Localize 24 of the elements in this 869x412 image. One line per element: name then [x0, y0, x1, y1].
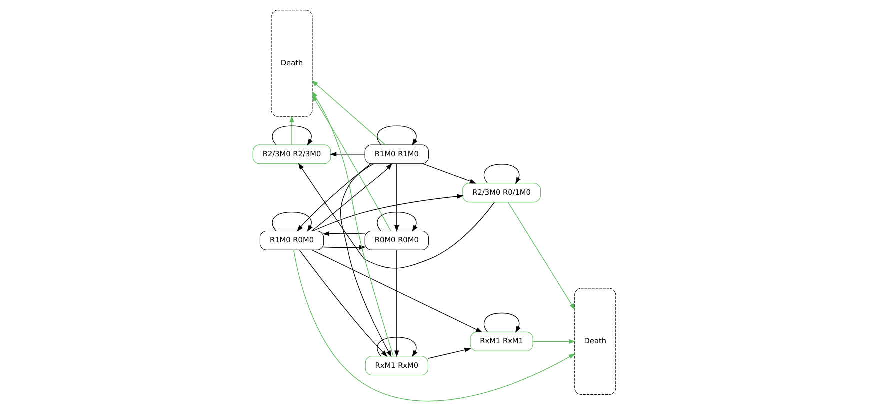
arrow	[272, 212, 313, 232]
arrow	[377, 212, 418, 232]
arrow	[428, 348, 472, 359]
arrow	[294, 250, 576, 402]
arrow	[297, 164, 372, 232]
arrow	[394, 250, 400, 358]
arrow	[484, 312, 521, 333]
arrow	[290, 116, 294, 146]
arrow	[299, 250, 388, 358]
arrow	[312, 163, 393, 232]
arrow	[377, 126, 418, 146]
arrow	[330, 152, 366, 157]
arrow	[272, 126, 313, 146]
arrow	[508, 202, 576, 310]
arrow	[484, 164, 521, 184]
arrow	[377, 337, 418, 358]
arrow	[532, 339, 576, 344]
arrow	[340, 164, 392, 358]
arrow	[322, 232, 366, 236]
arrow	[394, 164, 400, 232]
arrow	[422, 164, 477, 184]
arrow	[312, 250, 483, 333]
arrow	[298, 163, 495, 269]
arrow	[312, 194, 464, 232]
